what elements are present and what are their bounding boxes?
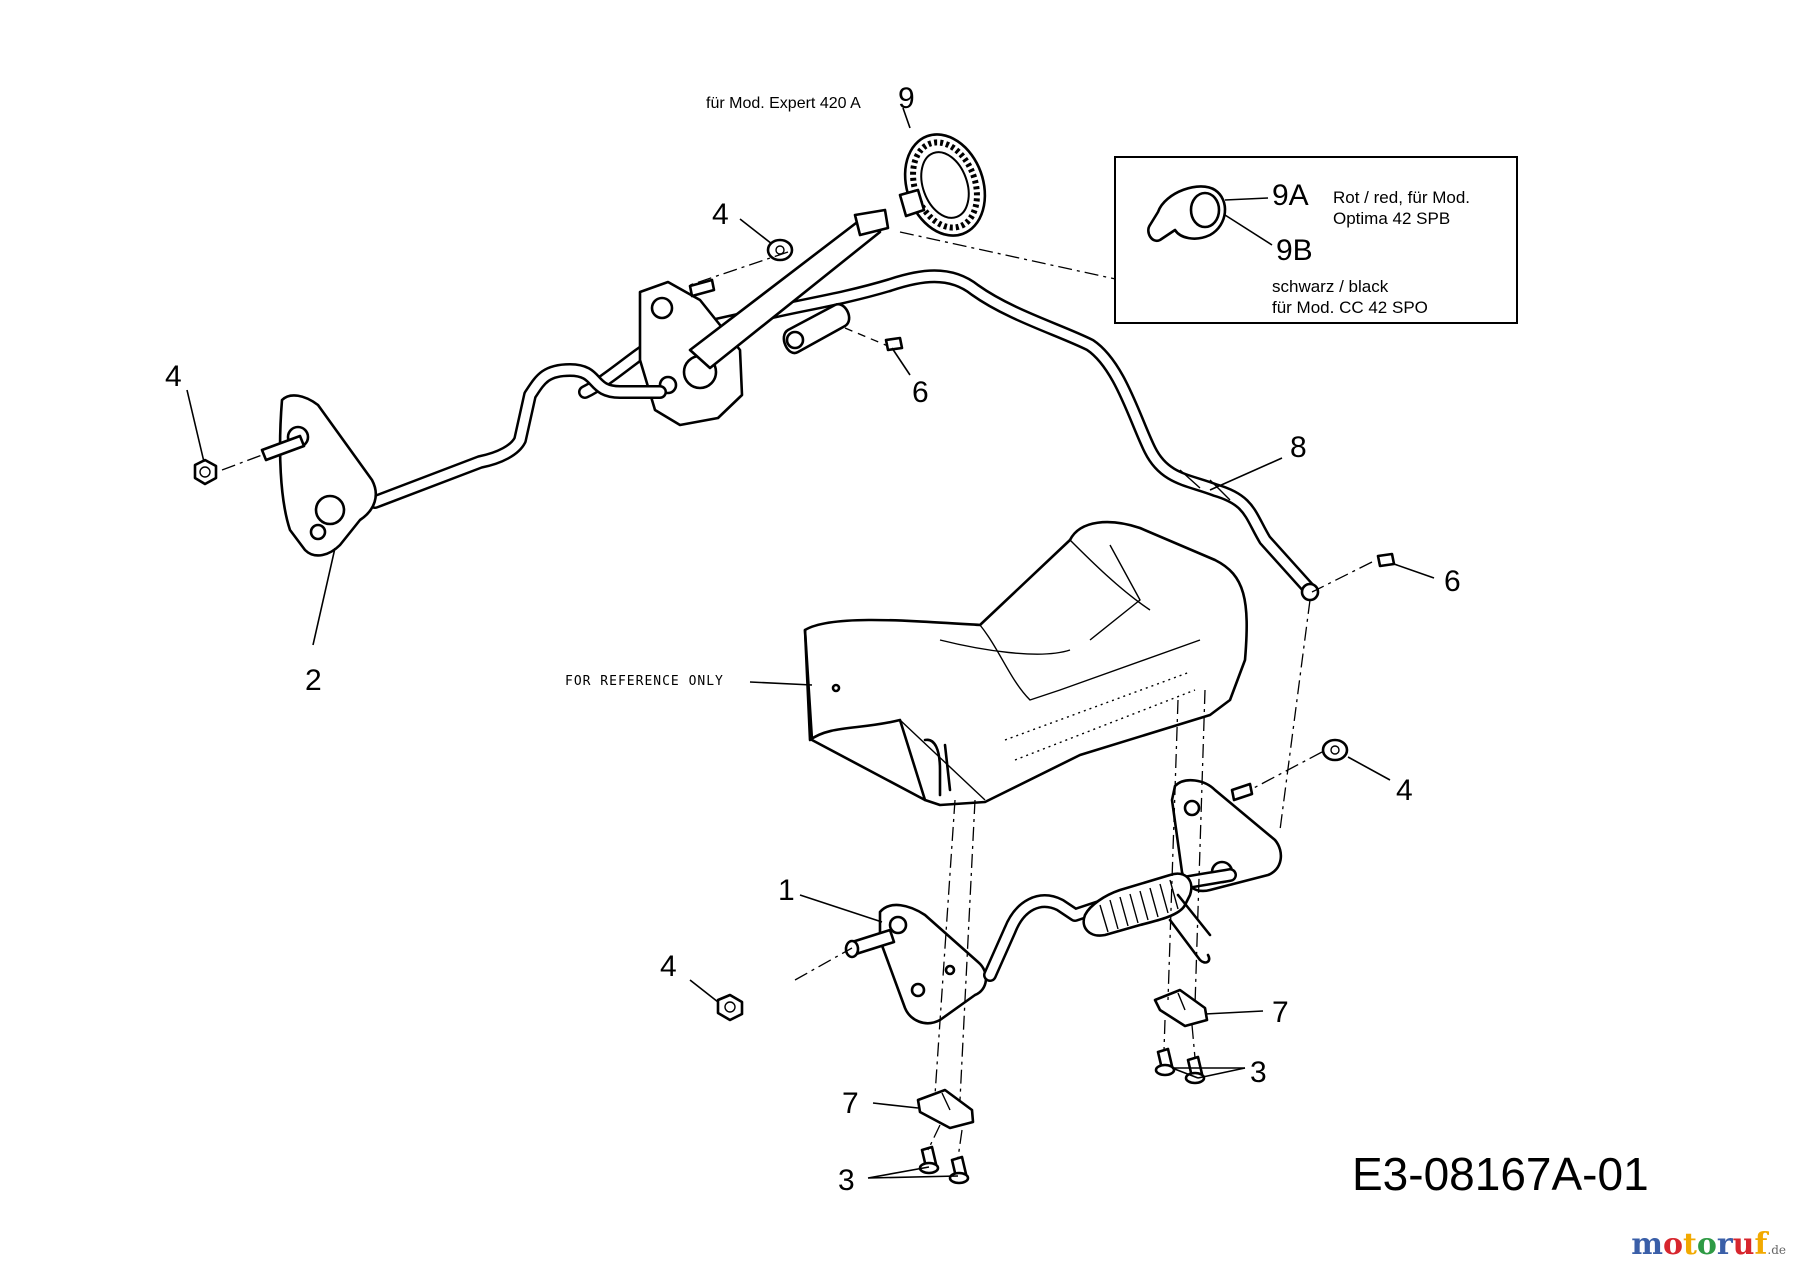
callout-3a: 3 (1250, 1056, 1267, 1089)
left-plate-part-2 (260, 394, 377, 557)
callout-7a: 7 (1272, 996, 1289, 1029)
logo-letter: o (1662, 1227, 1683, 1262)
logo-letter: f (1754, 1227, 1768, 1262)
callout-4b: 4 (712, 198, 729, 231)
inset-note-9b-line1: schwarz / black (1272, 277, 1389, 296)
logo-letter: o (1696, 1227, 1717, 1262)
upper-height-adjuster (368, 208, 890, 509)
mower-deck-reference (803, 520, 1248, 807)
callout-7b: 7 (842, 1087, 859, 1120)
bracket-part-7-left (916, 1088, 975, 1130)
knob-part-9 (898, 133, 987, 237)
callout-6a: 6 (912, 376, 929, 409)
inset-label-9b: 9B (1276, 234, 1313, 267)
callout-4a: 4 (165, 360, 182, 393)
fasteners (193, 238, 1396, 1022)
inset-note-9b-line2: für Mod. CC 42 SPO (1272, 298, 1428, 317)
logo-letter: t (1682, 1227, 1697, 1262)
motoruf-logo: motoruf.de (1631, 1227, 1786, 1262)
callout-3b: 3 (838, 1164, 855, 1197)
knob-variant-icon (1147, 185, 1227, 243)
bracket-part-7-right (1153, 988, 1209, 1028)
callout-4c: 4 (1396, 774, 1413, 807)
clevis-link (782, 302, 851, 355)
callout-8: 8 (1290, 431, 1307, 464)
logo-wordmark: motoruf (1631, 1227, 1767, 1262)
callout-numbers: 1 2 3 3 4 4 4 4 6 6 7 7 8 9 (165, 82, 1461, 1197)
pivot-bolt (688, 278, 716, 298)
inset-note-9a-line1: Rot / red, für Mod. (1333, 188, 1470, 207)
callout-9: 9 (898, 82, 915, 115)
model-note: für Mod. Expert 420 A (706, 95, 861, 112)
inset-note-9a-line2: Optima 42 SPB (1333, 209, 1450, 228)
callout-1: 1 (778, 874, 795, 907)
callout-6b: 6 (1444, 565, 1461, 598)
knob-variants-inset: 9A 9B Rot / red, für Mod. Optima 42 SPB … (1114, 156, 1518, 324)
drawing-id: E3-08167A-01 (1352, 1148, 1649, 1200)
reference-note: FOR REFERENCE ONLY (565, 674, 724, 689)
callout-2: 2 (305, 664, 322, 697)
logo-letter: u (1732, 1227, 1755, 1262)
lower-height-adjuster-part-1 (844, 778, 1283, 1025)
logo-letter: m (1631, 1227, 1663, 1262)
leader-lines (186, 107, 1435, 1179)
callout-4d: 4 (660, 950, 677, 983)
bolts-part-3 (918, 1047, 1206, 1185)
logo-letter: r (1716, 1227, 1733, 1262)
inset-label-9a: 9A (1272, 179, 1309, 212)
spring (1082, 872, 1212, 964)
assembly-center-lines (221, 231, 1373, 1159)
logo-suffix: .de (1767, 1243, 1786, 1257)
